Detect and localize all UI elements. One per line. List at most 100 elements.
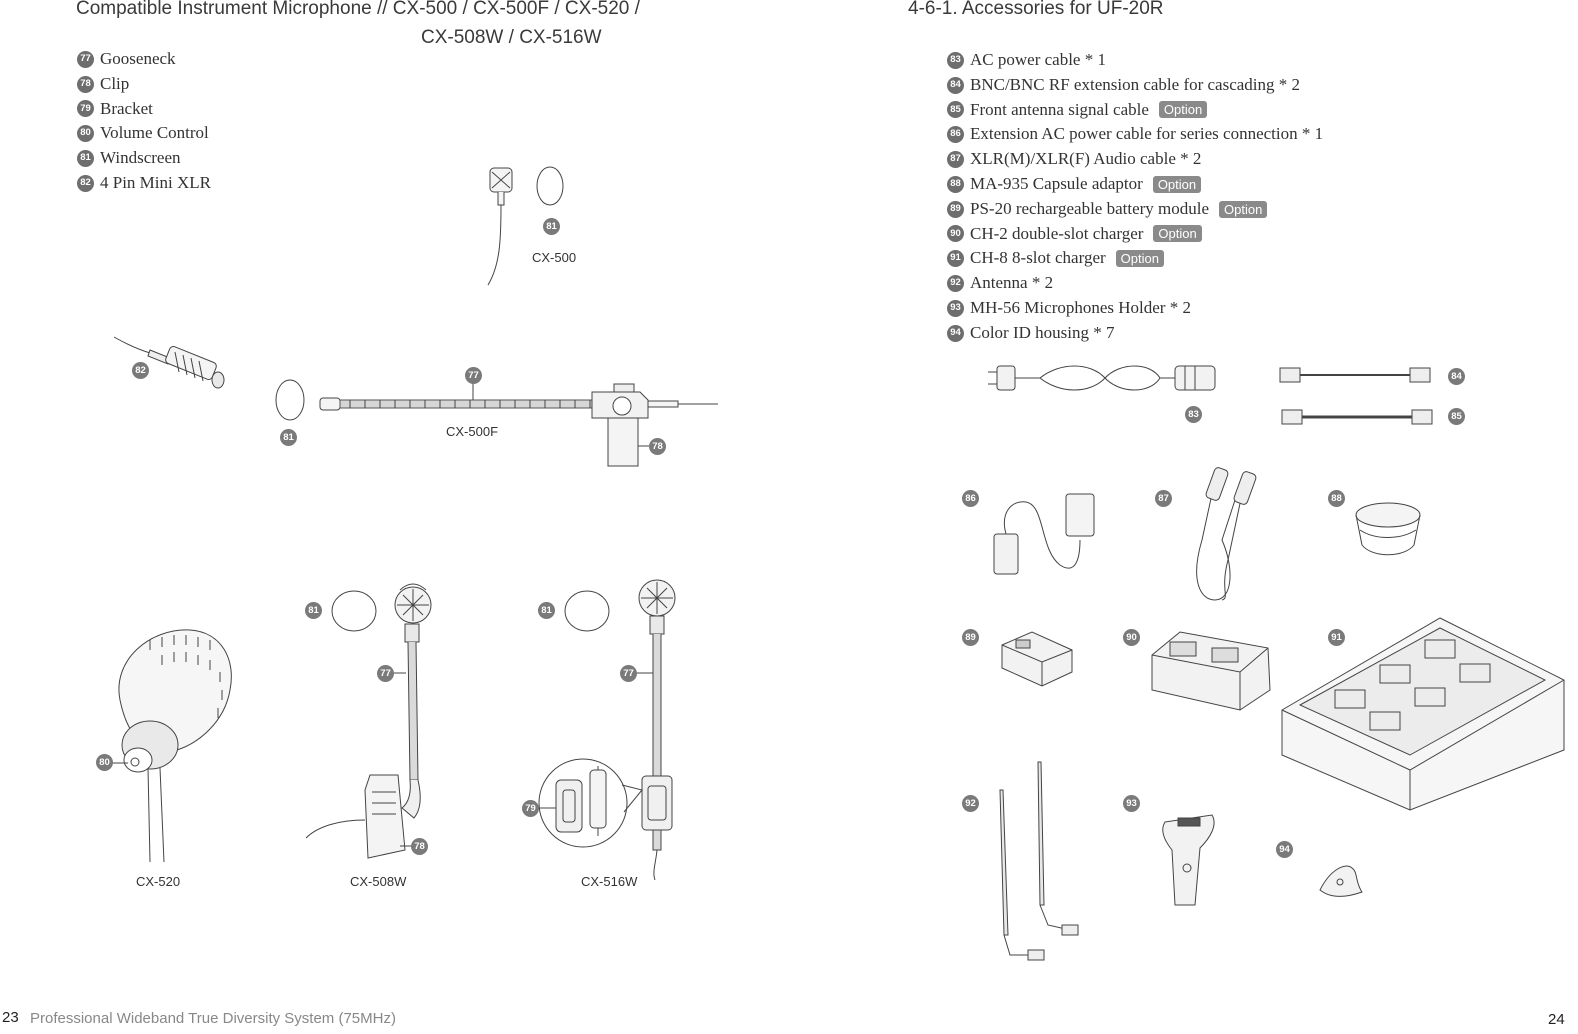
accessories-list: 83 AC power cable * 1 84 BNC/BNC RF extens… [947,48,1323,346]
callout-92: 92 [962,795,979,812]
callout-81: 81 [543,218,560,235]
list-item: 84 BNC/BNC RF extension cable for cascadi… [947,73,1323,98]
list-item: 86 Extension AC power cable for series co… [947,122,1323,147]
left-page-title-line1: Compatible Instrument Microphone // CX-5… [76,0,640,19]
accessory-label: Front antenna signal cable [970,99,1149,119]
part-label: 4 Pin Mini XLR [100,172,211,192]
accessory-label: Color ID housing * 7 [970,322,1115,342]
accessory-number-badge: 92 [947,275,964,293]
list-item: 82 4 Pin Mini XLR [77,171,211,196]
list-item: 80 Volume Control [77,121,211,146]
callout-77: 77 [620,665,637,682]
front-antenna-cable-drawing [1282,410,1432,424]
option-badge: Option [1115,250,1164,268]
part-label: Gooseneck [100,49,176,68]
accessory-number-badge: 93 [947,299,964,317]
double-slot-charger-drawing [1152,632,1270,710]
list-item: 92 Antenna * 2 [947,271,1323,296]
callout-84: 84 [1448,368,1465,385]
callout-93: 93 [1123,795,1140,812]
accessory-number-badge: 90 [947,225,964,243]
model-label-cx500: CX-500 [532,250,577,265]
accessory-label: Antenna * 2 [970,273,1054,293]
accessory-number-badge: 87 [947,151,964,169]
capsule-adaptor-drawing [1356,503,1420,555]
accessory-label: XLR(M)/XLR(F) Audio cable * 2 [970,149,1202,169]
cx520-microphone-drawing [112,630,231,862]
footer-text: Professional Wideband True Diversity Sys… [30,1010,396,1027]
accessory-label: AC power cable * 1 [970,50,1106,69]
list-item: 94 Color ID housing * 7 [947,321,1323,346]
callout-81: 81 [280,429,297,446]
eight-slot-charger-case-drawing [1282,618,1564,810]
part-number-badge: 80 [77,125,94,143]
option-badge: Option [1158,101,1208,119]
callout-78: 78 [649,438,666,455]
callout-82: 82 [132,362,149,379]
color-id-housing-drawing [1320,866,1362,896]
cx500f-microphone-drawing [276,380,718,466]
callout-87: 87 [1155,490,1172,507]
model-label-cx516w: CX-516W [581,874,638,889]
part-number-badge: 81 [77,150,94,168]
accessory-label: CH-8 8-slot charger [970,248,1106,268]
callout-78: 78 [411,838,428,855]
list-item: 87 XLR(M)/XLR(F) Audio cable * 2 [947,147,1323,172]
list-item: 85 Front antenna signal cable Option [947,98,1323,123]
accessory-label: MA-935 Capsule adaptor [970,173,1143,193]
accessory-label: MH-56 Microphones Holder * 2 [970,297,1191,317]
cx500-microphone-drawing [488,167,563,285]
callout-81: 81 [538,602,555,619]
accessory-number-badge: 84 [947,76,964,94]
accessory-number-badge: 86 [947,126,964,144]
cx516w-microphone-drawing [537,580,675,880]
callout-85: 85 [1448,408,1465,425]
list-item: 83 AC power cable * 1 [947,48,1323,73]
model-label-cx520: CX-520 [136,874,181,889]
mini-xlr-connector-drawing [114,337,224,388]
microphone-holder-drawing [1163,815,1214,905]
battery-module-drawing [1002,632,1072,686]
part-number-badge: 78 [77,75,94,93]
callout-80: 80 [96,754,113,771]
callout-90: 90 [1123,629,1140,646]
list-item: 88 MA-935 Capsule adaptor Option [947,172,1323,197]
list-item: 77 Gooseneck [77,47,211,72]
list-item: 93 MH-56 Microphones Holder * 2 [947,296,1323,321]
accessory-label: PS-20 rechargeable battery module [970,198,1210,218]
accessory-label: BNC/BNC RF extension cable for cascading… [970,74,1301,94]
callout-83: 83 [1185,406,1202,423]
extension-ac-cable-drawing [994,494,1094,574]
page-number-right: 24 [1548,1011,1565,1028]
accessory-number-badge: 89 [947,200,964,218]
accessory-number-badge: 88 [947,175,964,193]
bnc-cable-drawing [1280,368,1430,382]
callout-77: 77 [377,665,394,682]
option-badge: Option [1152,175,1202,193]
callout-91: 91 [1328,629,1345,646]
accessory-number-badge: 94 [947,324,964,342]
option-badge: Option [1153,225,1202,243]
part-number-badge: 77 [77,50,94,68]
left-page-title-line2: CX-508W / CX-516W [421,27,602,48]
callout-81: 81 [305,602,322,619]
part-number-badge: 82 [77,174,94,192]
part-label: Volume Control [100,123,209,143]
ac-power-cable-drawing [988,366,1215,390]
part-number-badge: 79 [77,100,94,118]
right-page-title: 4-6-1. Accessories for UF-20R [908,0,1164,19]
accessory-label: Extension AC power cable for series conn… [970,124,1324,144]
callout-94: 94 [1276,841,1293,858]
accessory-number-badge: 83 [947,51,964,69]
cx508w-microphone-drawing [306,584,431,858]
callout-77: 77 [465,367,482,384]
antenna-drawing [1000,762,1078,960]
xlr-audio-cable-drawing [1197,467,1257,600]
accessory-number-badge: 85 [947,101,964,119]
